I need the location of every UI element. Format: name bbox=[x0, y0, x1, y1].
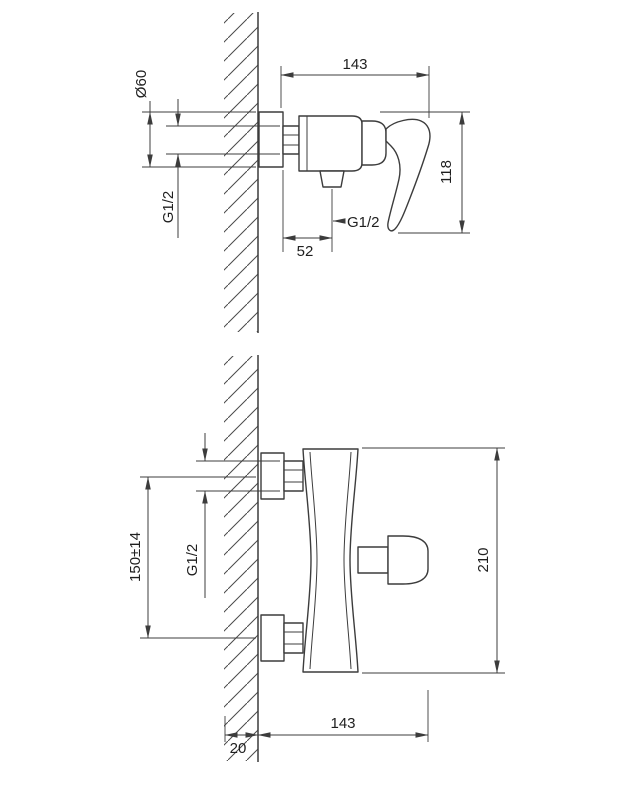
dim-label-projection-top: 143 bbox=[342, 56, 367, 73]
dim-flange-diameter: Ø60 bbox=[133, 70, 256, 168]
dim-total-height: 210 bbox=[362, 447, 505, 674]
dim-outlet-offset: 52 bbox=[282, 170, 333, 260]
wall-hatching bbox=[224, 13, 258, 332]
dim-label-height-side: 118 bbox=[438, 160, 455, 184]
wall-section-front bbox=[224, 355, 259, 762]
dim-outlet-thread: G1/2 bbox=[331, 189, 380, 252]
lever-handle bbox=[385, 118, 431, 232]
dim-projection-top: 143 bbox=[280, 56, 430, 118]
handle-stem bbox=[357, 546, 389, 574]
dim-label-flange-diameter: Ø60 bbox=[133, 70, 150, 98]
dim-label-connection-centers: 150±14 bbox=[127, 532, 144, 582]
handle-knob bbox=[387, 535, 429, 585]
connector-nut bbox=[282, 125, 300, 155]
dim-label-outlet-offset: 52 bbox=[297, 243, 314, 260]
mixer-body bbox=[298, 115, 363, 172]
dim-connection-centers: 150±14 bbox=[127, 476, 256, 639]
dim-inlet-thread: G1/2 bbox=[160, 99, 280, 238]
dim-thread-front: G1/2 bbox=[184, 433, 280, 598]
upper-wall-flange bbox=[260, 452, 285, 500]
wall-hatching bbox=[224, 356, 258, 761]
dim-height-side: 118 bbox=[380, 111, 470, 234]
dim-projection-bottom: 143 bbox=[257, 690, 429, 742]
upper-connector-nut bbox=[283, 460, 304, 492]
lower-wall-flange bbox=[260, 614, 285, 662]
dim-wall-offset: 20 bbox=[224, 716, 259, 757]
mixer-body-front bbox=[302, 448, 359, 673]
lower-connector-nut bbox=[283, 622, 304, 654]
wall-section-top bbox=[224, 12, 259, 333]
shower-outlet-port bbox=[319, 170, 345, 188]
dim-label-outlet-thread: G1/2 bbox=[347, 214, 380, 231]
body-contour-line bbox=[309, 451, 318, 670]
faucet-side-view bbox=[258, 111, 431, 232]
faucet-front-view bbox=[260, 448, 429, 673]
dim-label-thread-front: G1/2 bbox=[184, 544, 201, 577]
dim-label-inlet-thread: G1/2 bbox=[160, 191, 177, 224]
dim-label-wall-offset: 20 bbox=[230, 740, 247, 757]
side-view: 143 Ø60 G1/2 G1/2 52 bbox=[133, 12, 470, 333]
front-view: 150±14 G1/2 210 143 20 bbox=[127, 355, 505, 762]
body-contour-line bbox=[343, 451, 352, 670]
cartridge-cap bbox=[361, 120, 387, 166]
dim-label-total-height: 210 bbox=[475, 547, 492, 572]
dim-label-projection-bottom: 143 bbox=[330, 715, 355, 732]
wall-flange bbox=[258, 111, 284, 168]
